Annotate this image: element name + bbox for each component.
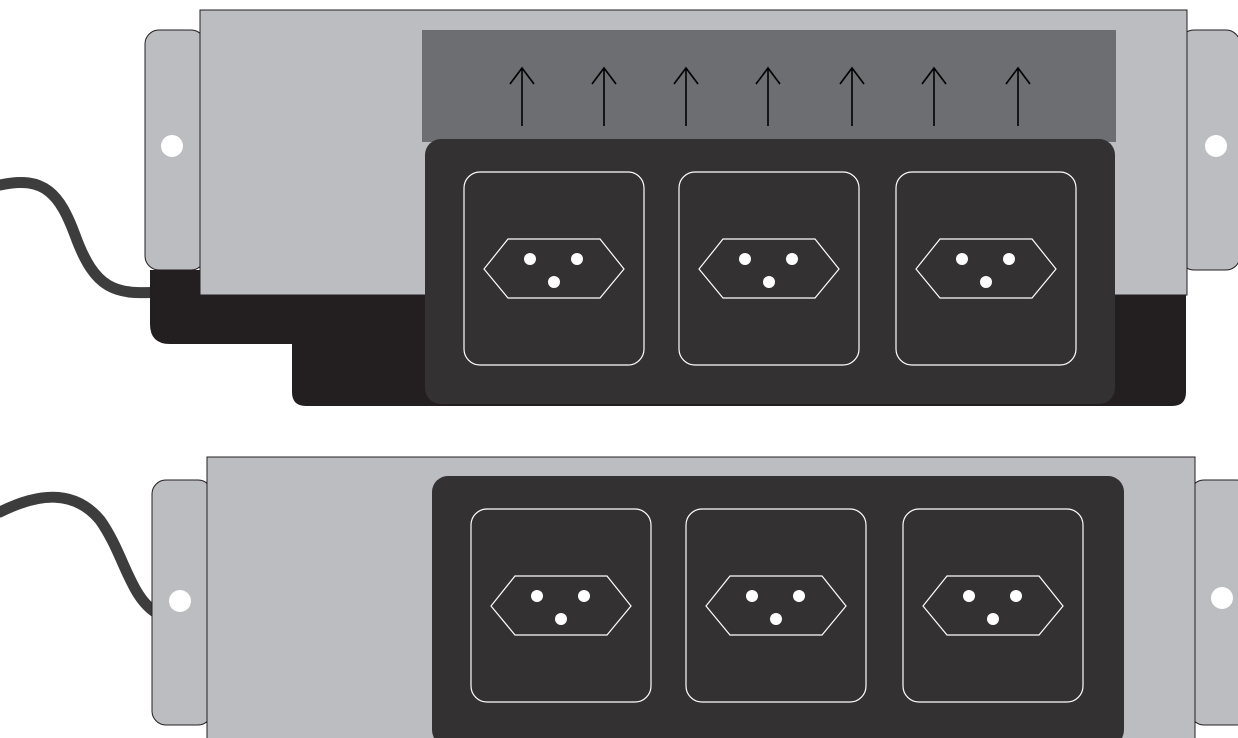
pin-hole-icon xyxy=(524,253,536,265)
arrow-up-icon xyxy=(509,66,535,126)
pin-hole-icon xyxy=(739,253,751,265)
pin-hole-icon xyxy=(963,590,975,602)
pin-hole-icon xyxy=(770,613,782,625)
socket-face xyxy=(922,575,1064,636)
mount-hole-icon xyxy=(169,590,191,612)
socket-frame xyxy=(463,171,645,366)
power-cable xyxy=(0,176,166,299)
arrow-group xyxy=(509,66,1031,126)
socket-face xyxy=(490,575,632,636)
pin-hole-icon xyxy=(763,276,775,288)
mount-hole-icon xyxy=(161,135,183,157)
socket-face xyxy=(698,238,840,299)
socket-panel xyxy=(425,139,1115,404)
socket-outlet xyxy=(678,171,860,366)
pin-hole-icon xyxy=(531,590,543,602)
socket-frame xyxy=(685,508,867,703)
pin-hole-icon xyxy=(980,276,992,288)
raised-cover xyxy=(422,30,1116,142)
pin-hole-icon xyxy=(987,613,999,625)
socket-frame xyxy=(470,508,652,703)
socket-frame xyxy=(678,171,860,366)
socket-outlet xyxy=(685,508,867,703)
pin-hole-icon xyxy=(746,590,758,602)
pin-hole-icon xyxy=(1010,590,1022,602)
pin-hole-icon xyxy=(793,590,805,602)
pin-hole-icon xyxy=(578,590,590,602)
arrow-up-icon xyxy=(673,66,699,126)
pin-hole-icon xyxy=(548,276,560,288)
mount-hole-icon xyxy=(1205,135,1227,157)
arrow-up-icon xyxy=(839,66,865,126)
arrow-up-icon xyxy=(755,66,781,126)
pin-hole-icon xyxy=(571,253,583,265)
power-cable xyxy=(0,491,166,621)
pin-hole-icon xyxy=(956,253,968,265)
power-strip-closed xyxy=(0,456,1238,738)
power-strip-raised xyxy=(0,9,1238,406)
socket-outlet xyxy=(902,508,1084,703)
socket-outlet xyxy=(470,508,652,703)
socket-panel xyxy=(432,476,1124,738)
arrow-up-icon xyxy=(1005,66,1031,126)
socket-outlet xyxy=(463,171,645,366)
pin-hole-icon xyxy=(786,253,798,265)
socket-face xyxy=(705,575,847,636)
pin-hole-icon xyxy=(1003,253,1015,265)
pin-hole-icon xyxy=(555,613,567,625)
socket-face xyxy=(915,238,1057,299)
socket-frame xyxy=(895,171,1077,366)
mount-hole-icon xyxy=(1211,587,1233,609)
socket-frame xyxy=(902,508,1084,703)
socket-face xyxy=(483,238,625,299)
arrow-up-icon xyxy=(591,66,617,126)
socket-outlet xyxy=(895,171,1077,366)
arrow-up-icon xyxy=(921,66,947,126)
